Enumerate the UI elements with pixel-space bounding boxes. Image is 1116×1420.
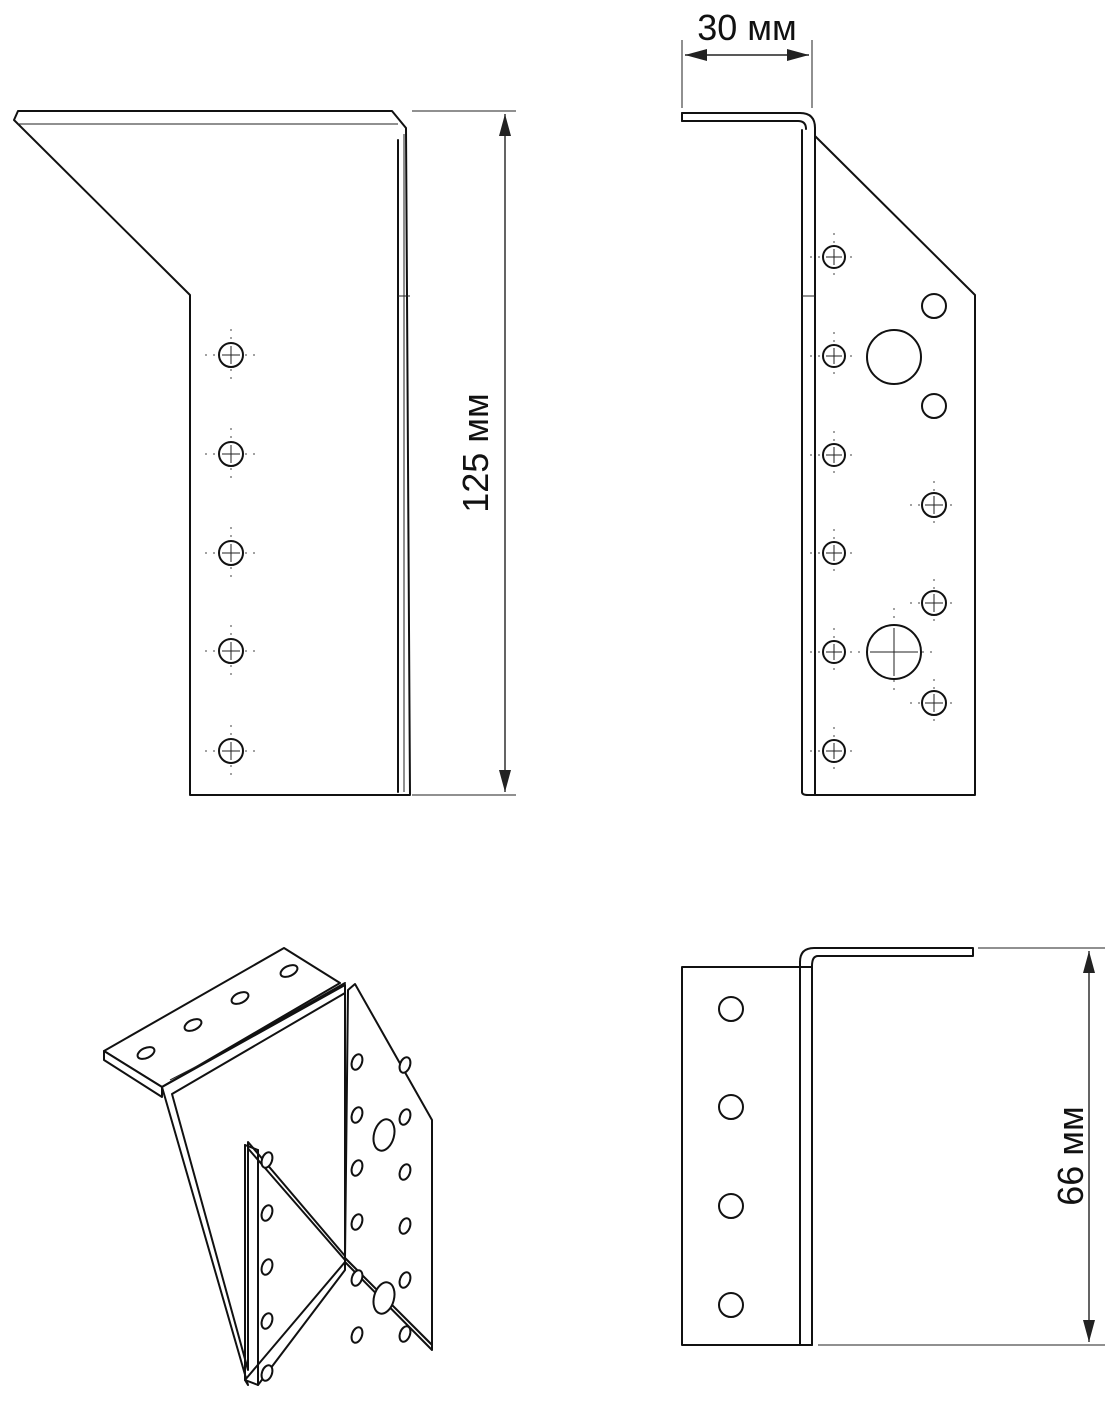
hole [810, 233, 858, 281]
hole [718, 996, 744, 1022]
hole [205, 527, 257, 579]
hole [398, 1108, 412, 1126]
hole [350, 1159, 364, 1177]
hole [718, 1094, 744, 1120]
hole [205, 329, 257, 381]
hole [810, 431, 858, 479]
hole [910, 481, 958, 529]
hole [850, 608, 938, 696]
view-front-right [681, 112, 976, 796]
hole [260, 1364, 274, 1382]
hole-row [205, 329, 257, 777]
hole-column [718, 996, 744, 1318]
hole [350, 1269, 364, 1287]
dimension-width-side: 30 мм [681, 7, 813, 108]
hole [260, 1204, 274, 1222]
hole [350, 1053, 364, 1071]
hole [260, 1258, 274, 1276]
hole [810, 628, 858, 676]
hole [866, 329, 922, 385]
hole [205, 625, 257, 677]
hole [350, 1326, 364, 1344]
hole [205, 725, 257, 777]
dimension-height-bottom: 66 мм [818, 947, 1105, 1346]
iso-holes [136, 964, 412, 1382]
hole [260, 1312, 274, 1330]
bracket-outline [13, 110, 411, 796]
hole [205, 428, 257, 480]
hole [718, 1193, 744, 1219]
hole [810, 529, 858, 577]
hole [230, 991, 250, 1005]
hole [350, 1213, 364, 1231]
view-isometric [103, 947, 433, 1386]
hole [718, 1292, 744, 1318]
dimension-label-66: 66 мм [1050, 1106, 1091, 1206]
hole [398, 1163, 412, 1181]
hole [398, 1325, 412, 1343]
top-flange [681, 112, 816, 130]
hole-pattern [810, 233, 958, 775]
hole [260, 1151, 274, 1169]
hole [398, 1056, 412, 1074]
hole [398, 1271, 412, 1289]
view-front-left [13, 110, 411, 796]
hole [183, 1018, 203, 1032]
dimension-label-30: 30 мм [697, 7, 797, 48]
hole [910, 579, 958, 627]
hole [279, 964, 299, 978]
bottom-flange [799, 947, 974, 967]
dimension-label-125: 125 мм [455, 393, 496, 513]
hole [921, 393, 947, 419]
hole [398, 1217, 412, 1235]
hole [350, 1106, 364, 1124]
hole [136, 1046, 156, 1060]
view-bottom-side [681, 947, 974, 1346]
hole [372, 1118, 396, 1152]
hole [810, 727, 858, 775]
dimension-height-front: 125 мм [412, 110, 516, 796]
hole [921, 293, 947, 319]
bottom-plate [681, 966, 813, 1346]
hole [910, 679, 958, 727]
hole [372, 1281, 396, 1315]
hole [810, 332, 858, 380]
